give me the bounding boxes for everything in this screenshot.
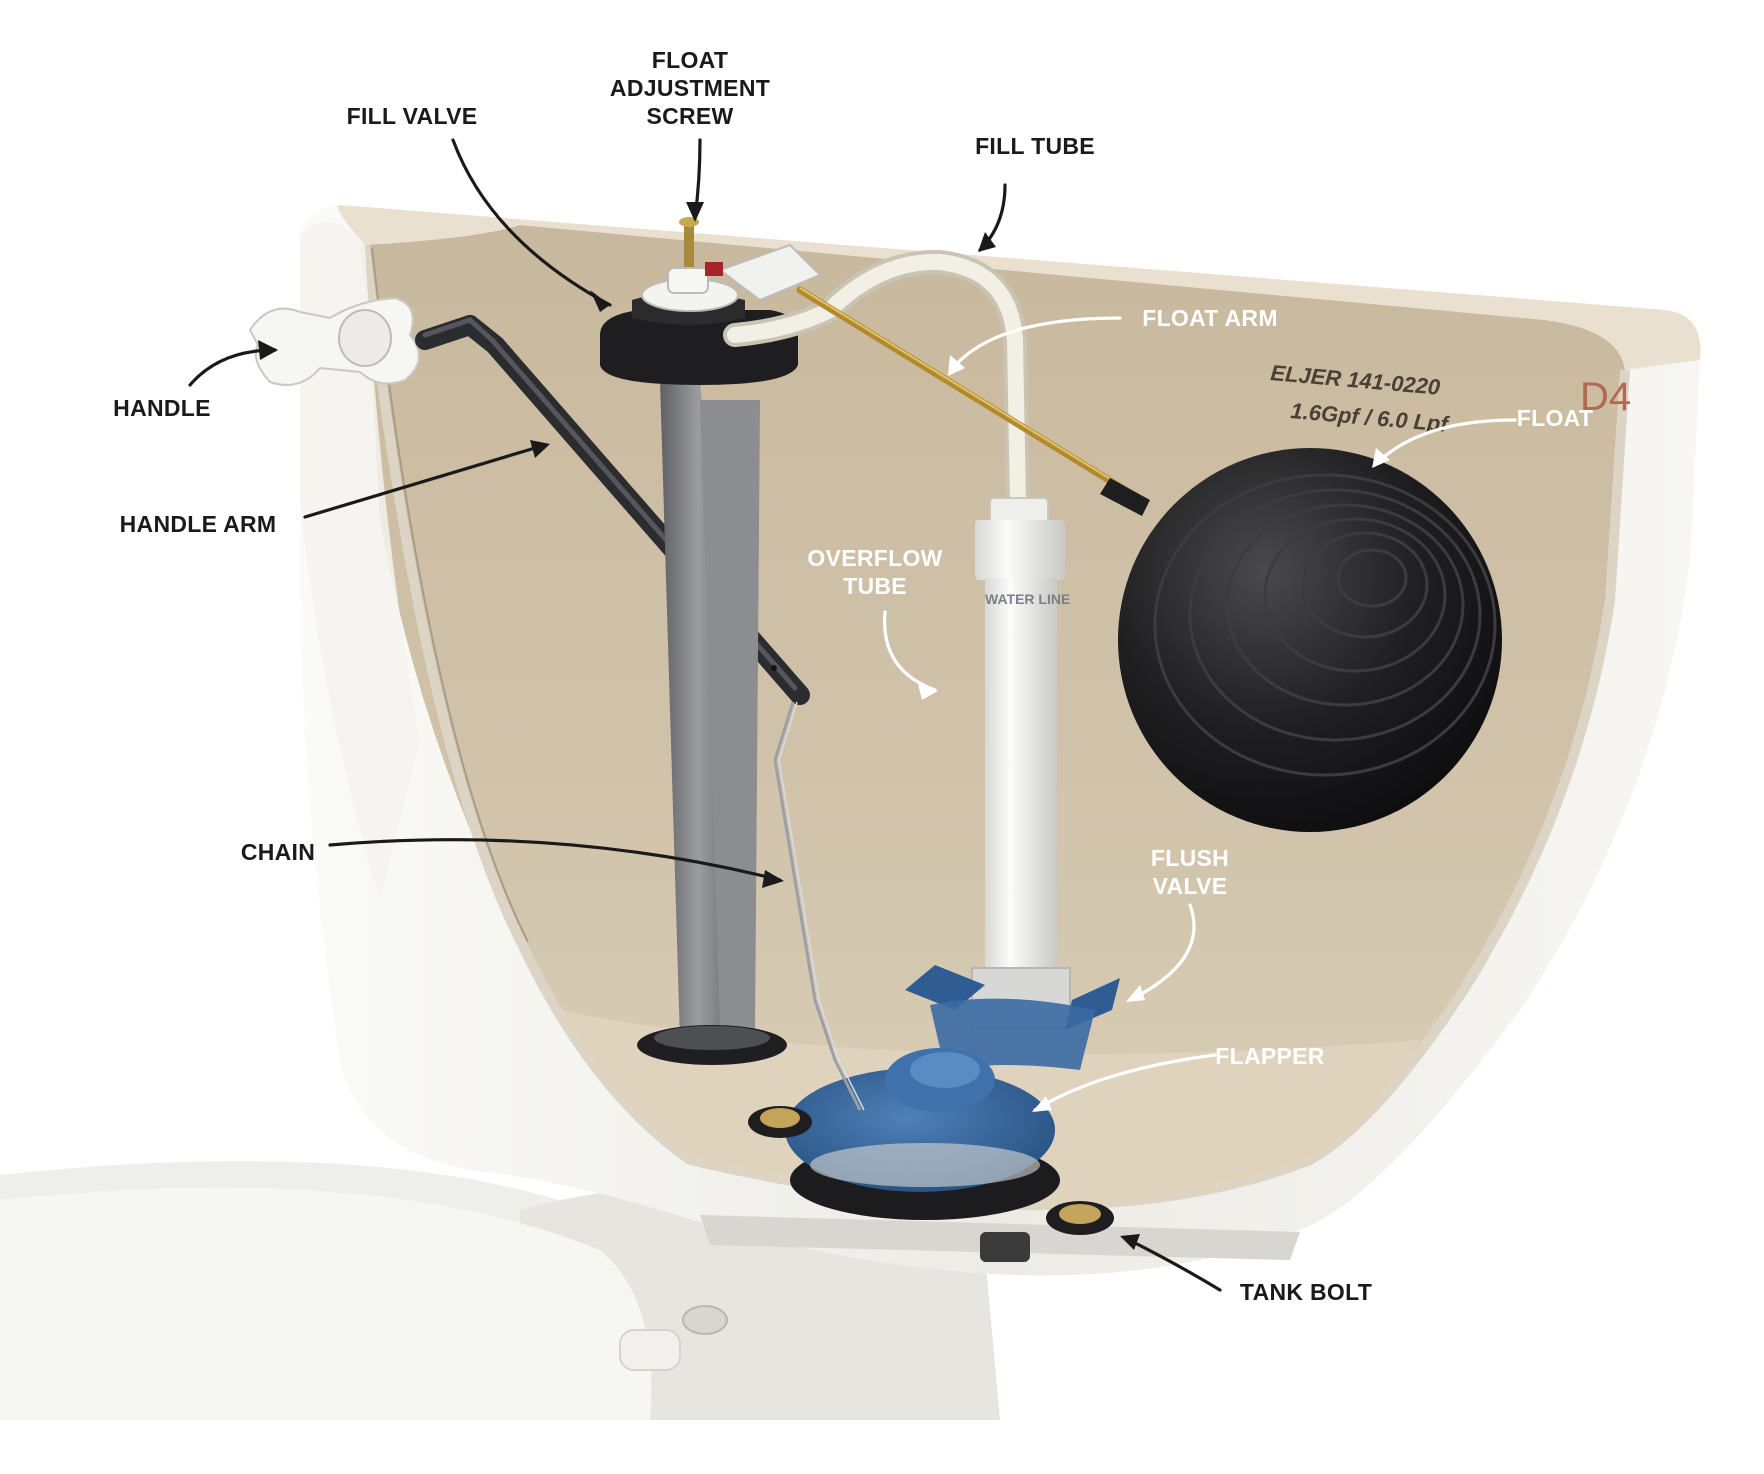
label-chain: CHAIN	[241, 839, 315, 865]
overflow-water-line-mark: WATER LINE	[985, 591, 1070, 607]
label-flapper: FLAPPER	[1215, 1043, 1325, 1069]
fill-valve-leader	[451, 138, 612, 307]
label-overflow-tube-line-1: OVERFLOW	[807, 545, 942, 571]
label-float-adjustment-screw-line-3: SCREW	[646, 103, 733, 129]
flapper-leader	[1033, 1053, 1217, 1112]
overflow-tube: WATER LINE	[971, 497, 1071, 1029]
flush-valve-leader	[1128, 903, 1196, 1002]
label-handle: HANDLE	[113, 395, 211, 421]
callout-labels: FILL VALVE FLOAT ADJUSTMENT SCREW FILL T…	[113, 47, 1593, 1305]
label-float-adjustment-screw-line-1: FLOAT	[652, 47, 728, 73]
tank-bolt-right	[1046, 1201, 1114, 1235]
label-float: FLOAT	[1517, 405, 1593, 431]
overflow-tube-leader	[882, 610, 937, 692]
label-overflow-tube-line-2: TUBE	[843, 573, 907, 599]
label-fill-valve: FILL VALVE	[347, 103, 478, 129]
label-flush-valve-line-2: VALVE	[1153, 873, 1228, 899]
chain	[773, 701, 865, 1111]
flush-handle	[248, 296, 420, 386]
tank-code-stamp: D4	[1580, 375, 1631, 419]
label-handle-arm: HANDLE ARM	[120, 511, 277, 537]
label-tank-bolt: TANK BOLT	[1240, 1279, 1372, 1305]
label-fill-tube: FILL TUBE	[975, 133, 1095, 159]
float-arm	[796, 286, 1150, 516]
tank-bolt-left	[748, 1106, 812, 1138]
chain-leader	[328, 838, 782, 882]
float-arm-leader	[948, 316, 1122, 374]
float-leader	[1373, 418, 1517, 467]
label-flush-valve-line-1: FLUSH	[1151, 845, 1229, 871]
flush-valve	[905, 965, 1120, 1070]
leader-lines	[188, 138, 1517, 1292]
flapper	[785, 1048, 1060, 1220]
float-ball	[1118, 448, 1502, 832]
handle-arm-leader	[303, 443, 547, 519]
label-float-adjustment-screw-line-2: ADJUSTMENT	[610, 75, 770, 101]
fill-tube	[723, 249, 1030, 517]
label-float-arm: FLOAT ARM	[1142, 305, 1278, 331]
